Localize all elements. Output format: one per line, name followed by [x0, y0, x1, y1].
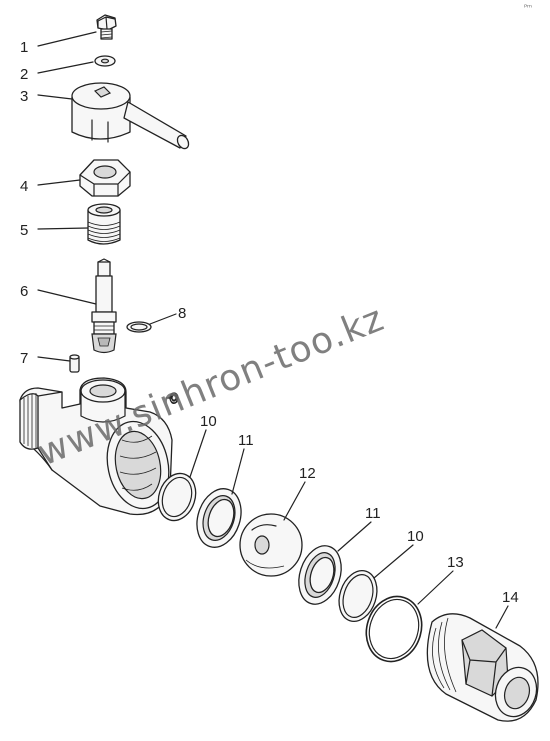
callout-11-right: 11 — [365, 505, 381, 522]
callout-6: 6 — [20, 283, 28, 300]
part-seat-ring-right — [298, 545, 342, 605]
part-seal-ring-right — [338, 570, 378, 622]
callout-14: 14 — [502, 589, 519, 606]
callout-13: 13 — [447, 554, 464, 571]
callout-1: 1 — [20, 39, 28, 56]
part-valve-body — [19, 377, 173, 516]
part-threaded-sleeve — [87, 203, 121, 245]
part-pin — [69, 354, 80, 373]
part-handle — [71, 82, 190, 150]
part-bolt — [96, 14, 117, 40]
callout-10-left: 10 — [200, 413, 217, 430]
leader-lines — [37, 31, 509, 629]
part-o-ring-large — [365, 595, 423, 663]
part-stem — [91, 258, 117, 354]
part-o-ring-small — [126, 321, 152, 333]
callout-8: 8 — [178, 305, 186, 322]
callout-10-right: 10 — [407, 528, 424, 545]
part-seal-ring-left — [157, 472, 197, 522]
part-seat-ring-left — [196, 488, 242, 548]
callout-2: 2 — [20, 66, 28, 83]
corner-mark: ᴾᵐ — [524, 3, 532, 12]
callout-11-left: 11 — [238, 432, 254, 449]
callout-4: 4 — [20, 178, 28, 195]
callout-9: 9 — [170, 391, 178, 408]
part-union-fitting — [426, 613, 539, 722]
part-ball — [239, 513, 303, 577]
callout-5: 5 — [20, 222, 28, 239]
callout-12: 12 — [299, 465, 316, 482]
callout-labels: 1 2 3 4 5 6 7 8 9 10 11 12 11 10 13 14 — [20, 39, 519, 606]
callout-7: 7 — [20, 350, 28, 367]
part-hex-nut — [79, 159, 131, 197]
part-washer — [94, 55, 116, 67]
callout-3: 3 — [20, 88, 28, 105]
